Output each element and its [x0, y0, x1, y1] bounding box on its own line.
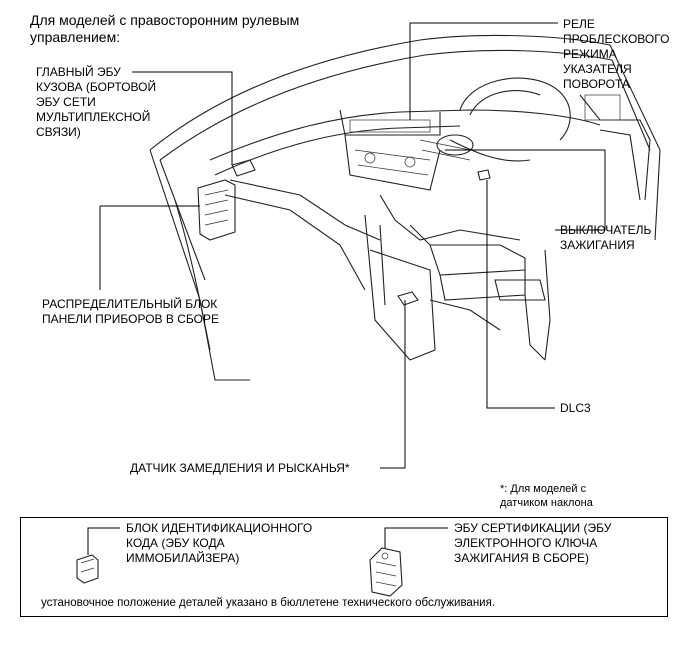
main-ecu-label: ГЛАВНЫЙ ЭБУ КУЗОВА (БОРТОВОЙ ЭБУ СЕТИ МУ… [36, 65, 157, 139]
main-ecu-part [231, 159, 256, 177]
junction-block-label: РАСПРЕДЕЛИТЕЛЬНЫЙ БЛОК ПАНЕЛИ ПРИБОРОВ В… [42, 297, 219, 326]
box-note: установочное положение деталей указано в… [41, 597, 496, 609]
yaw-sensor-label: ДАТЧИК ЗАМЕДЛЕНИЯ И РЫСКАНЬЯ* [130, 461, 350, 475]
cert-ecu-part [369, 547, 403, 597]
dlc3-label: DLC3 [560, 401, 591, 415]
additional-parts-box [20, 517, 668, 617]
cert-ecu-label: ЭБУ СЕРТИФИКАЦИИ (ЭБУ ЭЛЕКТРОННОГО КЛЮЧА… [454, 521, 612, 565]
transponder-label: БЛОК ИДЕНТИФИКАЦИОННОГО КОДА (ЭБУ КОДА И… [126, 521, 313, 565]
footnote: *: Для моделей с датчиком наклона [500, 483, 593, 509]
yaw-sensor-part [397, 291, 419, 306]
ignition-switch-label: ВЫКЛЮЧАТЕЛЬ ЗАЖИГАНИЯ [560, 223, 652, 252]
transponder-part [76, 554, 99, 584]
diagram-header: Для моделей с правосторонним рулевым упр… [30, 12, 300, 45]
junction-block-part [197, 179, 236, 241]
flasher-relay-label: РЕЛЕ ПРОБЛЕСКОВОГО РЕЖИМА УКАЗАТЕЛЯ ПОВО… [563, 17, 670, 91]
ignition-switch-part [477, 169, 491, 181]
